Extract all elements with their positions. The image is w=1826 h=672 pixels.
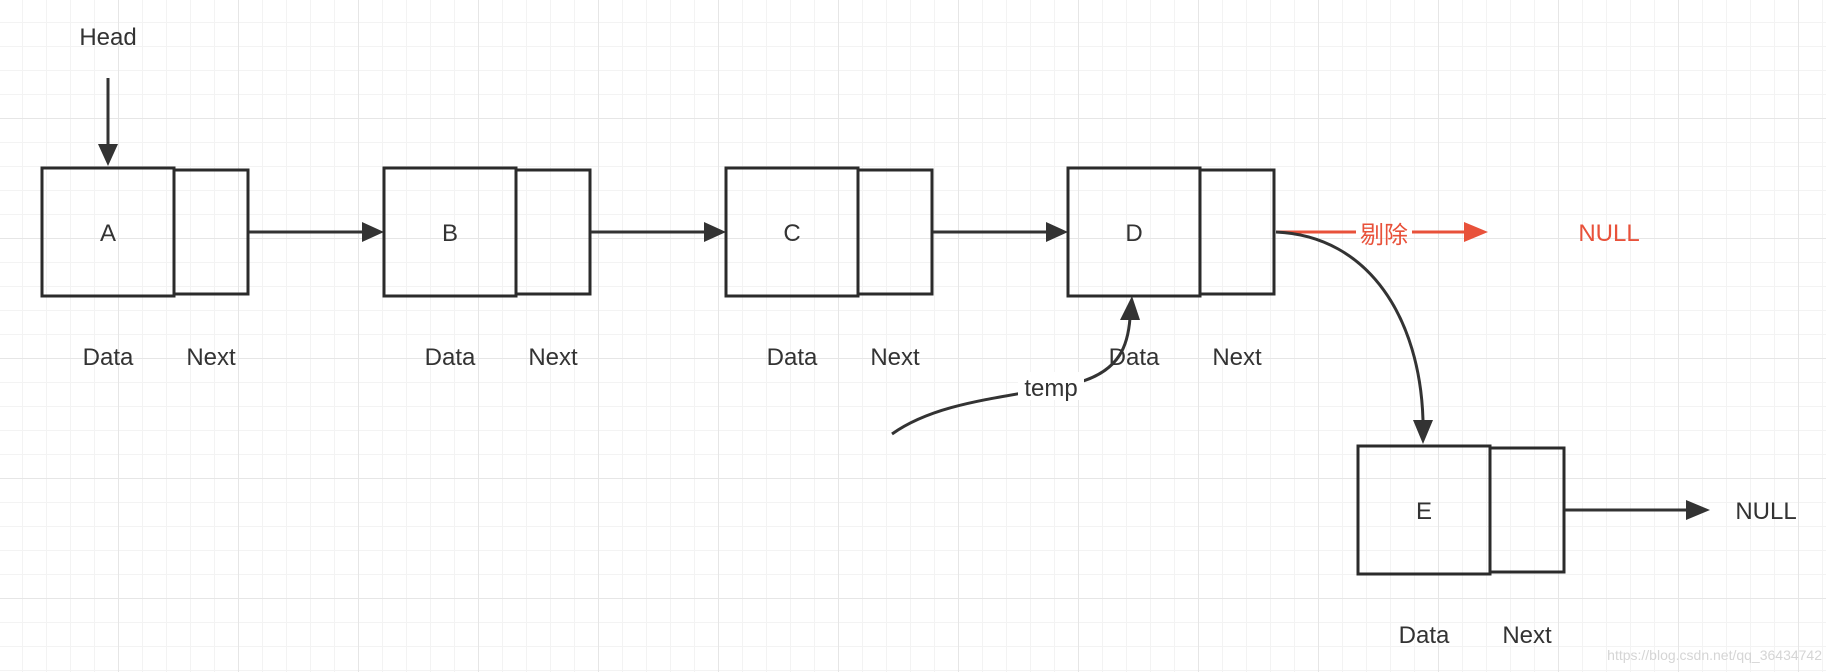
node-d: D Data Next [1066, 166, 1276, 371]
node-e-letter: E [1416, 498, 1432, 525]
temp-arrow-line [891, 317, 1132, 436]
deleted-link-arrowhead [1464, 222, 1488, 242]
link-e-to-null-arrowhead [1686, 500, 1710, 520]
temp-arrowhead [1120, 296, 1140, 320]
node-d-next-label: Next [1212, 344, 1262, 371]
node-a: A Data Next [40, 166, 250, 371]
temp-label: temp [1024, 375, 1077, 402]
link-d-to-e [1275, 230, 1425, 421]
node-b-data-label: Data [425, 344, 476, 371]
head-label: Head [79, 24, 136, 51]
node-e: E Data Next [1356, 444, 1566, 649]
link-d-to-e-arrowhead [1413, 420, 1433, 444]
head-arrowhead [98, 144, 118, 166]
node-b: B Data Next [382, 166, 592, 371]
node-c: C Data Next [724, 166, 934, 371]
node-c-letter: C [783, 220, 800, 247]
node-b-letter: B [442, 220, 458, 247]
node-e-next-label: Next [1502, 622, 1552, 649]
node-a-letter: A [100, 220, 116, 247]
deleted-link-label: 剔除 [1360, 222, 1408, 249]
node-b-next-cell [514, 168, 592, 296]
node-a-next-cell [172, 168, 250, 296]
node-c-next-label: Next [870, 344, 920, 371]
deleted-null-label: NULL [1578, 220, 1639, 247]
node-b-next-label: Next [528, 344, 578, 371]
node-c-data-label: Data [767, 344, 818, 371]
link-b-to-c-arrowhead [704, 222, 726, 242]
node-d-letter: D [1125, 220, 1142, 247]
node-a-next-label: Next [186, 344, 236, 371]
tail-null-label: NULL [1735, 498, 1796, 525]
temp-label-background [1018, 372, 1084, 400]
watermark-text: https://blog.csdn.net/qq_36434742 [1607, 647, 1822, 663]
node-a-data-label: Data [83, 344, 134, 371]
node-e-next-cell [1488, 446, 1566, 574]
link-a-to-b-arrowhead [362, 222, 384, 242]
link-c-to-d-arrowhead [1046, 222, 1068, 242]
node-c-next-cell [856, 168, 934, 296]
node-d-next-cell [1198, 168, 1276, 296]
node-e-data-label: Data [1399, 622, 1450, 649]
